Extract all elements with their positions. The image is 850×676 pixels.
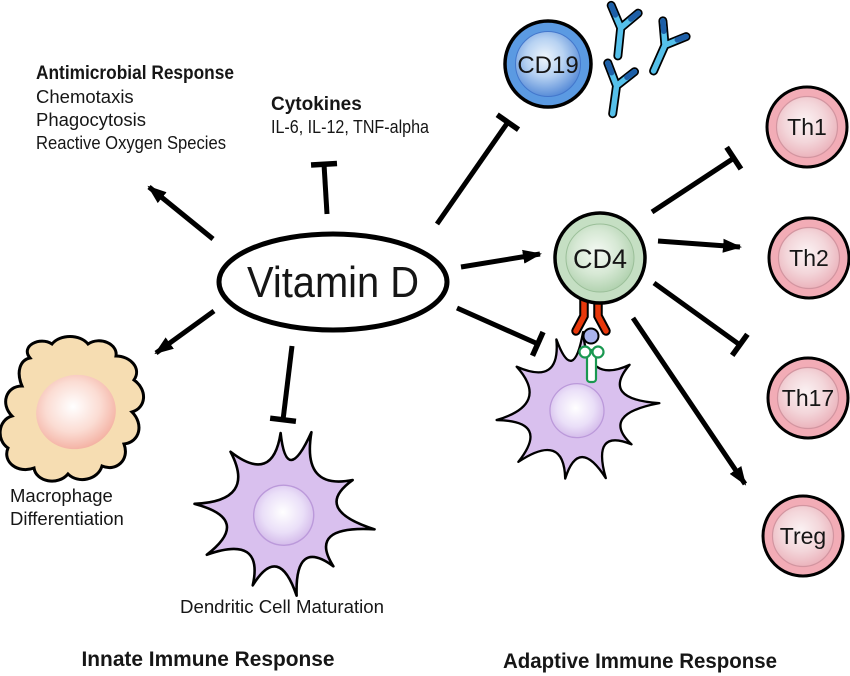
activate-arrow-treg (630, 316, 748, 486)
vitamin-d-label: Vitamin D (247, 258, 419, 307)
antimicrobial-annotation: Antimicrobial Response Chemotaxis Phagoc… (36, 63, 234, 153)
antibody-icon (596, 63, 635, 116)
antibody-icon (639, 21, 687, 77)
cd19-b-cell: CD19 (503, 19, 593, 109)
antibody-icon (601, 5, 638, 58)
treg-cell: Treg (761, 494, 845, 578)
th1-cell: Th1 (765, 85, 849, 169)
activate-arrow-macrophage (154, 308, 216, 356)
inhibit-bar-th17 (652, 280, 750, 358)
activate-arrow-th2 (657, 238, 742, 253)
relationship-lines (147, 112, 750, 486)
macrophage-annotation: Macrophage Differentiation (10, 485, 124, 529)
antimicrobial-item: Chemotaxis (36, 86, 134, 107)
cd19-label: CD19 (517, 52, 578, 79)
dendritic-cell-maturation-figure (182, 416, 388, 607)
th17-cell: Th17 (766, 356, 850, 440)
inhibit-bar-cytokines (310, 160, 338, 215)
antigen-peptide (582, 327, 600, 345)
cd4-t-cell: CD4 (553, 211, 647, 305)
antigen-presenting-dendritic-cell (487, 323, 668, 490)
mhc-molecule (578, 345, 605, 384)
th17-label: Th17 (782, 385, 834, 411)
adaptive-immune-heading: Adaptive Immune Response (503, 650, 777, 673)
macrophage-label-line2: Differentiation (10, 508, 124, 529)
dendritic-maturation-label: Dendritic Cell Maturation (180, 596, 384, 617)
cytokines-detail: IL-6, IL-12, TNF-alpha (271, 116, 430, 137)
antimicrobial-item: Reactive Oxygen Species (36, 132, 226, 153)
activate-arrow-antimicrobial (147, 185, 215, 241)
th2-cell: Th2 (767, 216, 850, 300)
treg-label: Treg (780, 523, 826, 549)
macrophage-label-line1: Macrophage (10, 485, 113, 506)
inhibit-bar-dendritic-maturation (269, 345, 297, 425)
th1-label: Th1 (787, 114, 827, 140)
inhibit-bar-th1 (650, 145, 744, 215)
antimicrobial-item: Phagocytosis (36, 109, 146, 130)
macrophage-figure (0, 335, 145, 483)
inhibit-bar-cd19 (434, 112, 521, 226)
cytokines-title: Cytokines (271, 94, 362, 115)
innate-immune-heading: Innate Immune Response (82, 648, 335, 671)
cd4-label: CD4 (573, 244, 627, 274)
cytokines-annotation: Cytokines IL-6, IL-12, TNF-alpha (271, 94, 430, 137)
th2-label: Th2 (789, 245, 829, 271)
inhibit-bar-antigen-dendritic (455, 305, 546, 357)
vitamin-d-node (216, 231, 450, 333)
activate-arrow-cd4 (460, 249, 542, 270)
antimicrobial-title: Antimicrobial Response (36, 63, 234, 84)
